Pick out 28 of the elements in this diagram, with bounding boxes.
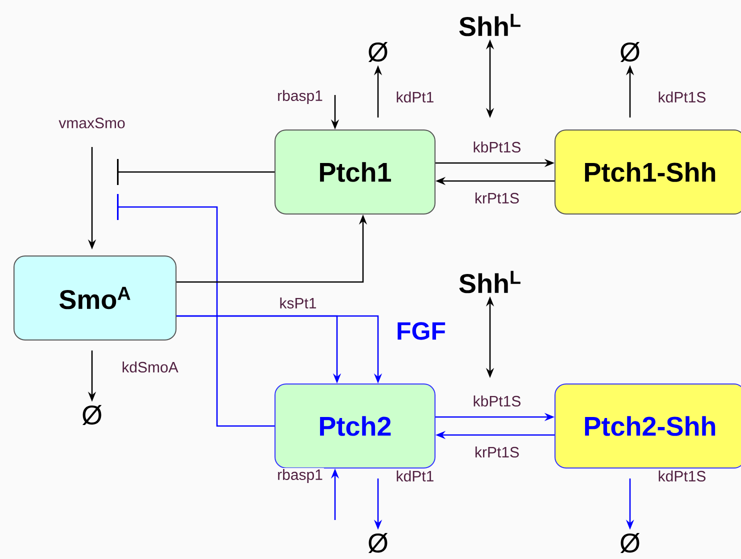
complex-box: Ptch1-Shh — [554, 130, 741, 214]
process-box: Smo$^{A}$ — [14, 256, 176, 340]
process-box: Ptch2 — [274, 384, 436, 468]
process-box: Ptch1 — [274, 130, 436, 214]
edge-label: kdPt1 — [394, 90, 436, 104]
edge-label: vmaxSmo — [58, 116, 126, 130]
edge-label: kdPt1 — [394, 469, 436, 482]
edge-label: kdPt1S — [656, 469, 708, 482]
edge-label: kdPt1S — [656, 90, 708, 104]
edge-label: rbasp1 — [276, 89, 324, 105]
null-symbol: Ø — [368, 532, 388, 553]
edge-label: kbPt1S — [472, 140, 522, 154]
inhibition-line — [117, 194, 274, 427]
species-label: Shh$^{L}$ — [459, 14, 520, 36]
edge-label: FGF — [395, 321, 447, 341]
null-symbol: Ø — [620, 532, 640, 553]
complex-box: Ptch2-Shh — [554, 384, 741, 468]
edge-label: kbPt1S — [472, 394, 522, 408]
null-symbol: Ø — [368, 42, 388, 62]
edge-label: ksPt1 — [278, 296, 318, 310]
edge-label: krPt1S — [474, 192, 520, 204]
species-label: Shh$^{L}$ — [459, 270, 520, 294]
inhibition-line — [117, 159, 274, 185]
edge-label: rbasp1 — [276, 468, 324, 484]
null-symbol: Ø — [82, 404, 102, 425]
edge-label: kdSmoA — [120, 360, 180, 374]
edge-label: krPt1S — [474, 445, 520, 458]
null-symbol: Ø — [620, 42, 640, 62]
